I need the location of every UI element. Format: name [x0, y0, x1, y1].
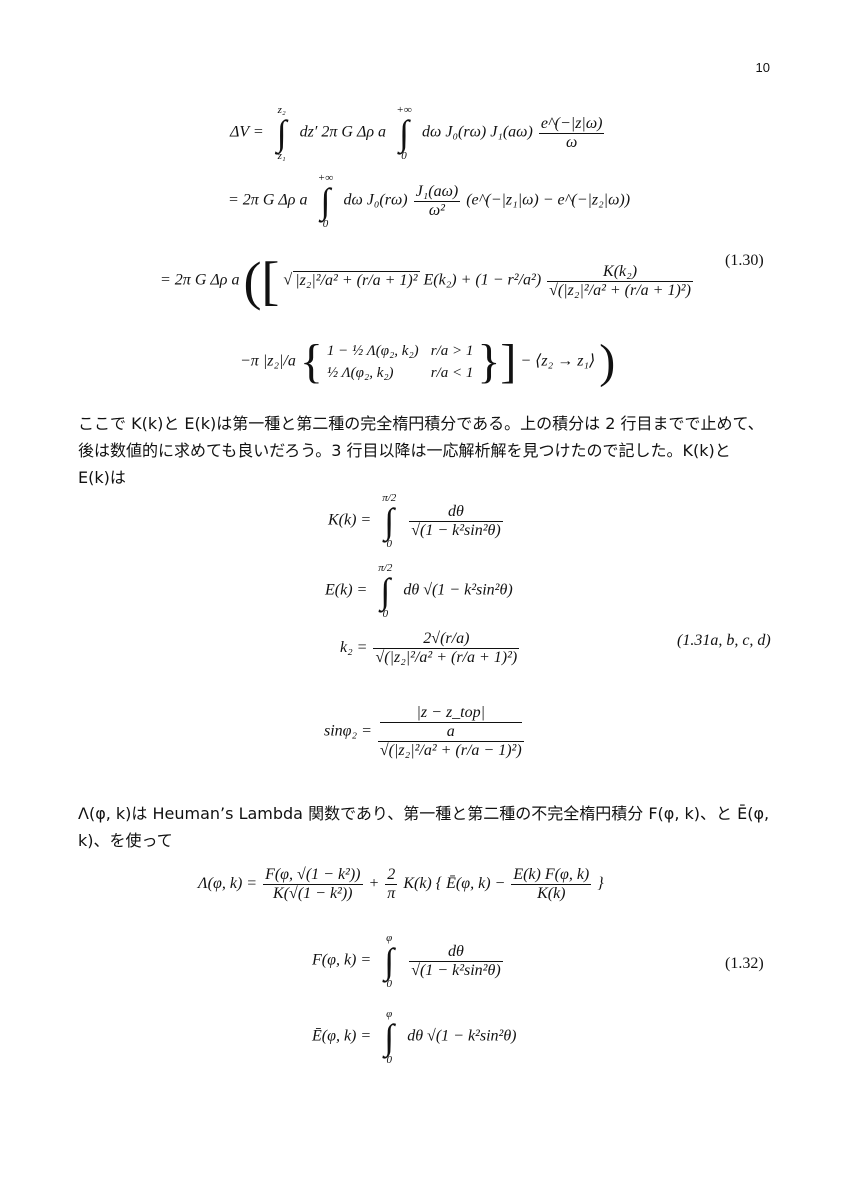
eq-lhs: ΔV = [230, 123, 264, 141]
eq-factor: (1 − r²/a²) [475, 271, 542, 289]
equation-1-31a: K(k) = π/2∫0 dθ √(1 − k²sin²θ) [328, 492, 505, 550]
equation-1-30-line-1: ΔV = z₂ ∫ z₁ dz′ 2π G Δρ a +∞ ∫ 0 dω J₀(… [230, 104, 606, 162]
eq-body: dz′ 2π G Δρ a [299, 123, 387, 141]
integral-sign: +∞ ∫ 0 [396, 104, 412, 162]
fraction: |z − z_top| a √(|z₂|²/a² + (r/a − 1)²) [377, 704, 524, 759]
eq-body: K(k) { Ē(φ, k) − [403, 875, 506, 893]
eq-prefix: −π |z₂|/a [240, 352, 296, 370]
eq-body: E(k₂) + [423, 271, 472, 289]
piecewise-cases: 1 − ½ Λ(φ₂, k₂)r/a > 1 ½ Λ(φ₂, k₂)r/a < … [326, 343, 474, 381]
fraction: 2 π [385, 866, 398, 902]
equation-1-30-line-2: = 2π G Δρ a +∞ ∫ 0 dω J₀(rω) J₁(aω) ω² (… [228, 172, 630, 230]
equation-1-32-lambda: Λ(φ, k) = F(φ, √(1 − k²)) K(√(1 − k²)) +… [198, 866, 604, 903]
fraction: K(k₂) √(|z₂|²/a² + (r/a + 1)²) [547, 262, 693, 299]
eq-lhs: sinφ₂ = [324, 722, 372, 740]
integral-sign: z₂ ∫ z₁ [276, 104, 287, 162]
eq-tail: (e^(−|z₁|ω) − e^(−|z₂|ω)) [466, 191, 631, 209]
integral-sign: φ∫0 [384, 932, 395, 990]
page-number: 10 [755, 60, 770, 75]
paragraph-line: Λ(φ, k)は Heuman’s Lambda 関数であり、第一種と第二種の不… [78, 804, 770, 823]
integral-sign: φ∫0 [384, 1008, 395, 1066]
paragraph-1: ここで K(k)と E(k)は第一種と第二種の完全楕円積分である。上の積分は 2… [78, 410, 778, 491]
fraction: E(k) F(φ, k) K(k) [511, 866, 592, 902]
fraction: dθ √(1 − k²sin²θ) [409, 502, 503, 539]
eq-body: dω J₀(rω) J₁(aω) [422, 123, 533, 141]
integral-sign: +∞ ∫ 0 [317, 172, 334, 230]
eq-plus: + [368, 875, 380, 893]
eq-lhs: Λ(φ, k) = [198, 875, 258, 893]
equation-number: (1.31a, b, c, d) [677, 632, 771, 649]
eq-body: dθ √(1 − k²sin²θ) [407, 1027, 517, 1045]
eq-body: dω J₀(rω) [343, 191, 408, 209]
sqrt-term: |z₂|²/a² + (r/a + 1)² [293, 270, 420, 289]
integral-sign: π/2∫0 [378, 562, 393, 620]
eq-suffix: − ⟨z₂ → z₁⟩ [520, 352, 596, 370]
integral-sign: π/2∫0 [382, 492, 397, 550]
fraction: J₁(aω) ω² [413, 182, 461, 219]
paragraph-line: k)、を使って [78, 831, 173, 850]
equation-1-32-F: F(φ, k) = φ∫0 dθ √(1 − k²sin²θ) [312, 932, 505, 990]
paragraph-line: E(k)は [78, 468, 126, 487]
equation-1-31c: k₂ = 2√(r/a) √(|z₂|²/a² + (r/a + 1)²) [340, 630, 521, 667]
fraction: dθ √(1 − k²sin²θ) [409, 942, 503, 979]
equation-1-32-Ebar: Ē(φ, k) = φ∫0 dθ √(1 − k²sin²θ) [312, 1008, 517, 1066]
fraction: e^(−|z|ω) ω [538, 114, 605, 151]
eq-body: dθ √(1 − k²sin²θ) [403, 581, 513, 599]
eq-lhs: K(k) = [328, 511, 372, 529]
equation-1-31b: E(k) = π/2∫0 dθ √(1 − k²sin²θ) [325, 562, 513, 620]
eq-lhs: F(φ, k) = [312, 951, 372, 969]
paragraph-line: 後は数値的に求めても良いだろう。3 行目以降は一応解析解を見つけたので記した。K… [78, 441, 731, 460]
equation-number: (1.30) [725, 252, 764, 269]
equation-1-31d: sinφ₂ = |z − z_top| a √(|z₂|²/a² + (r/a … [324, 704, 526, 760]
paragraph-line: ここで K(k)と E(k)は第一種と第二種の完全楕円積分である。上の積分は 2… [78, 414, 764, 433]
equation-1-30-line-4: −π |z₂|/a { 1 − ½ Λ(φ₂, k₂)r/a > 1 ½ Λ(φ… [240, 335, 616, 388]
fraction: F(φ, √(1 − k²)) K(√(1 − k²)) [263, 866, 363, 902]
eq-lhs: = 2π G Δρ a [228, 191, 308, 209]
eq-lhs: k₂ = [340, 639, 368, 657]
fraction: 2√(r/a) √(|z₂|²/a² + (r/a + 1)²) [373, 630, 520, 666]
equation-number: (1.32) [725, 955, 764, 972]
eq-lhs: Ē(φ, k) = [312, 1027, 372, 1045]
equation-1-30-line-3: = 2π G Δρ a ([ √|z₂|²/a² + (r/a + 1)² E(… [160, 251, 693, 311]
eq-lhs: = 2π G Δρ a [160, 271, 240, 289]
eq-close: } [597, 875, 604, 893]
eq-lhs: E(k) = [325, 581, 368, 599]
paragraph-2: Λ(φ, k)は Heuman’s Lambda 関数であり、第一種と第二種の不… [78, 800, 778, 854]
